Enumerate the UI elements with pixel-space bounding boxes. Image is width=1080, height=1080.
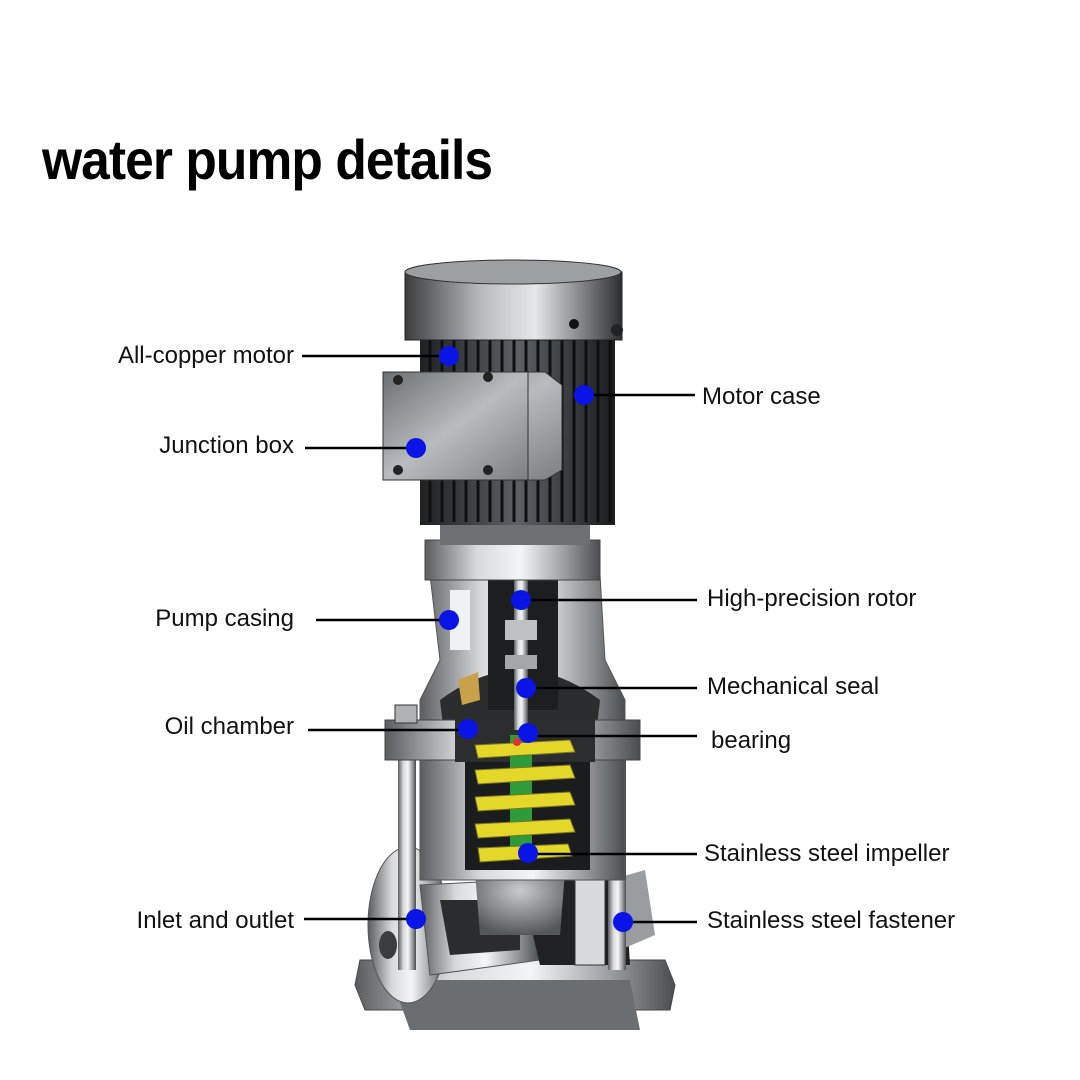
label-bearing: bearing <box>711 727 792 754</box>
label-oil-chamber: Oil chamber <box>164 713 294 740</box>
marker-motor-case[interactable] <box>574 385 594 405</box>
junction-box <box>382 371 563 481</box>
pump-shaft <box>450 540 558 730</box>
label-inlet-outlet: Inlet and outlet <box>136 907 294 934</box>
motor-fan-cover <box>404 259 623 341</box>
label-fastener: Stainless steel fastener <box>707 907 956 934</box>
marker-inlet-outlet[interactable] <box>406 909 426 929</box>
marker-mechanical-seal[interactable] <box>516 678 536 698</box>
label-impeller: Stainless steel impeller <box>704 840 950 867</box>
marker-all-copper-motor[interactable] <box>439 346 459 366</box>
pump-base <box>354 846 676 1030</box>
label-high-precision-rotor: High-precision rotor <box>707 585 917 612</box>
marker-pump-casing[interactable] <box>439 610 459 630</box>
label-mechanical-seal: Mechanical seal <box>707 673 880 700</box>
marker-high-precision-rotor[interactable] <box>511 590 531 610</box>
impeller-stack <box>458 672 576 863</box>
marker-junction-box[interactable] <box>406 438 426 458</box>
marker-oil-chamber[interactable] <box>458 719 478 739</box>
label-pump-casing: Pump casing <box>155 605 294 632</box>
label-junction-box: Junction box <box>159 432 294 459</box>
page-title: water pump details <box>42 128 493 191</box>
marker-bearing[interactable] <box>518 723 538 743</box>
label-all-copper-motor: All-copper motor <box>117 342 294 369</box>
motor-flange <box>424 539 601 581</box>
marker-impeller[interactable] <box>518 843 538 863</box>
marker-fastener[interactable] <box>613 912 633 932</box>
label-motor-case: Motor case <box>702 383 821 410</box>
tie-rod-left <box>398 740 416 970</box>
leader-lines <box>302 354 697 924</box>
